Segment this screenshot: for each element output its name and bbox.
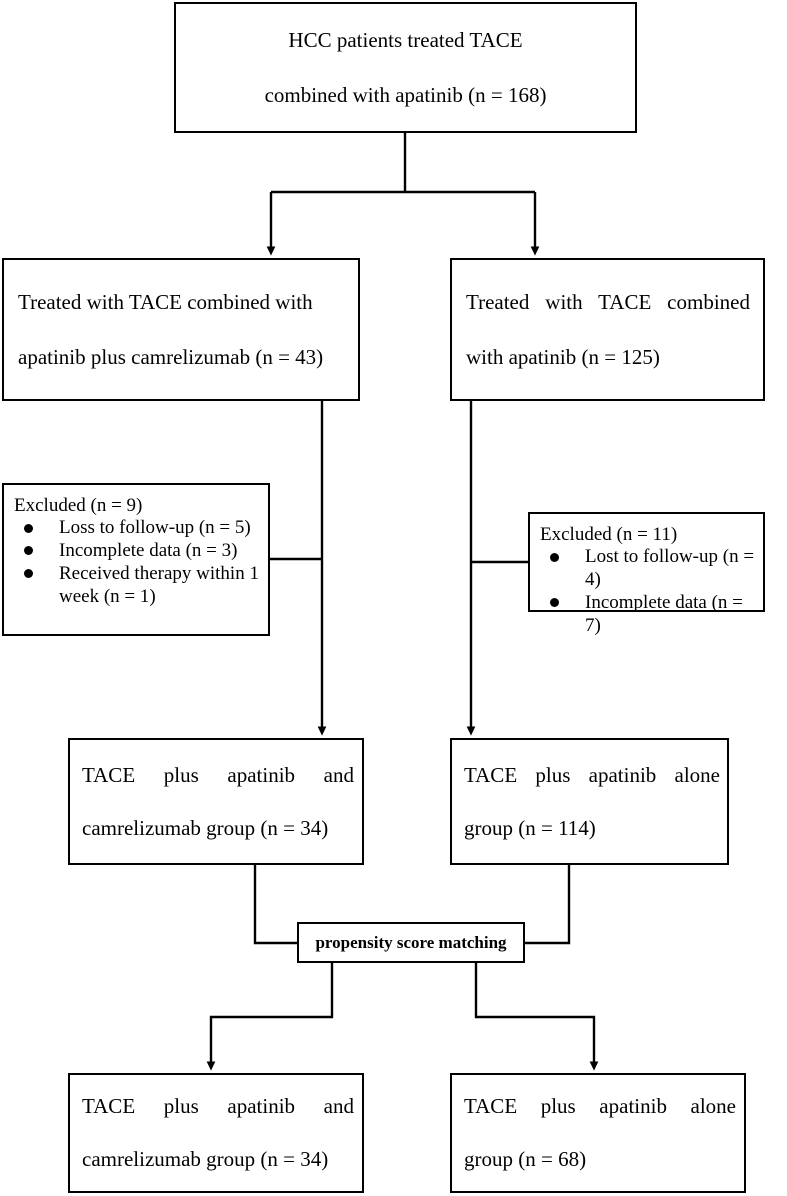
- node-propensity-score-matching: propensity score matching: [297, 922, 525, 963]
- node-psm-label: propensity score matching: [315, 933, 507, 952]
- node-group-mono-postmatch: TACE plus apatinib alone group (n = 68): [450, 1073, 746, 1193]
- node-arm-mono-line1: Treated with TACE combined: [466, 289, 750, 314]
- bullet-icon: [24, 546, 33, 556]
- bullet-icon: [550, 598, 559, 608]
- node-source-line2: combined with apatinib (n = 168): [264, 82, 547, 107]
- connector-psm-to-final-mono: [474, 963, 599, 1071]
- list-item-label: Received therapy within 1 week (n = 1): [59, 563, 264, 607]
- bullet-icon: [24, 569, 33, 579]
- exclusions-right-list: Lost to follow-up (n = 4) Incomplete dat…: [540, 546, 755, 637]
- node-group-combo-line1: TACE plus apatinib and: [82, 762, 354, 787]
- node-source-population: HCC patients treated TACE combined with …: [174, 2, 637, 133]
- list-item: Incomplete data (n = 7): [540, 592, 755, 638]
- node-arm-tace-apatinib: Treated with TACE combined with apatinib…: [450, 258, 765, 401]
- connector-group-mono-to-psm: [525, 865, 571, 945]
- list-item: Loss to follow-up (n = 5): [14, 517, 260, 540]
- list-item: Incomplete data (n = 3): [14, 540, 260, 563]
- node-final-combo-line2: camrelizumab group (n = 34): [82, 1147, 329, 1171]
- exclusions-right-heading: Excluded (n = 11): [540, 524, 678, 545]
- connector-psm-to-final-combo: [206, 963, 334, 1071]
- node-final-mono-line2: group (n = 68): [464, 1147, 587, 1171]
- exclusions-left-heading: Excluded (n = 9): [14, 495, 143, 516]
- node-source-line1: HCC patients treated TACE: [288, 27, 523, 52]
- node-arm-combo-line2: apatinib plus camrelizumab (n = 43): [18, 344, 324, 369]
- bullet-icon: [550, 552, 559, 562]
- list-item-label: Incomplete data (n = 7): [585, 592, 748, 636]
- bullet-icon: [24, 523, 33, 533]
- node-group-combo-line2: camrelizumab group (n = 34): [82, 815, 329, 840]
- list-item: Lost to follow-up (n = 4): [540, 546, 755, 592]
- list-item-label: Loss to follow-up (n = 5): [59, 517, 251, 539]
- node-final-combo-line1: TACE plus apatinib and: [82, 1094, 354, 1118]
- node-arm-mono-line2: with apatinib (n = 125): [466, 344, 660, 369]
- connector-group-combo-to-psm: [253, 865, 297, 945]
- node-final-mono-line1: TACE plus apatinib alone: [464, 1094, 736, 1118]
- node-group-combo-prematch: TACE plus apatinib and camrelizumab grou…: [68, 738, 364, 865]
- exclusions-left-list: Loss to follow-up (n = 5) Incomplete dat…: [14, 517, 260, 608]
- list-item-label: Lost to follow-up (n = 4): [585, 546, 759, 591]
- node-group-mono-prematch: TACE plus apatinib alone group (n = 114): [450, 738, 729, 865]
- node-group-combo-postmatch: TACE plus apatinib and camrelizumab grou…: [68, 1073, 364, 1193]
- list-item: Received therapy within 1 week (n = 1): [14, 563, 260, 609]
- list-item-label: Incomplete data (n = 3): [59, 540, 238, 562]
- node-group-mono-line2: group (n = 114): [464, 815, 596, 840]
- node-exclusions-left: Excluded (n = 9) Loss to follow-up (n = …: [2, 483, 270, 636]
- node-arm-tace-apatinib-camrelizumab: Treated with TACE combined with apatinib…: [2, 258, 360, 401]
- node-arm-combo-line1: Treated with TACE combined with: [18, 289, 313, 314]
- node-group-mono-line1: TACE plus apatinib alone: [464, 762, 720, 787]
- node-exclusions-right: Excluded (n = 11) Lost to follow-up (n =…: [528, 512, 765, 636]
